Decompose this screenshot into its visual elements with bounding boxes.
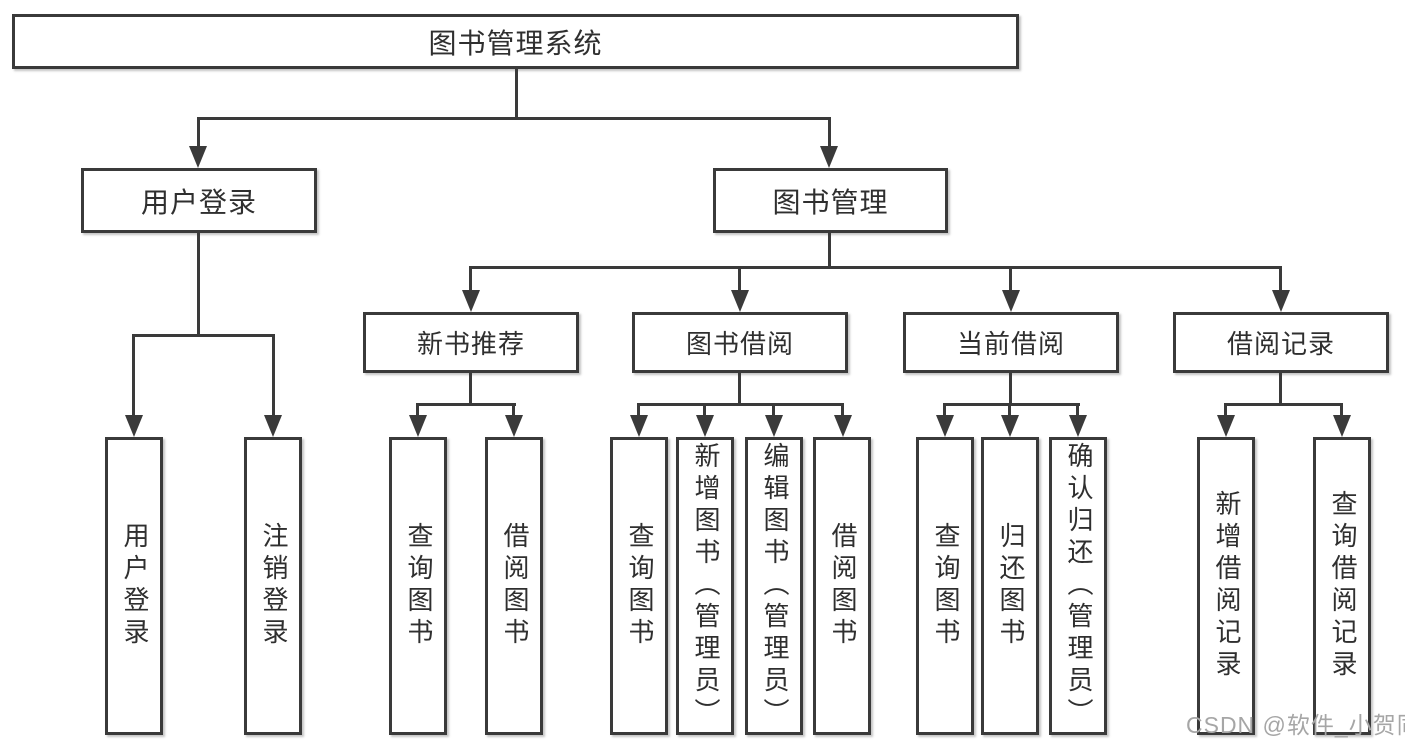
arrow-down-icon [264, 415, 282, 437]
leaf-recommend-query-books: 查询图书 [389, 437, 447, 735]
leaf-edit-books-admin: 编辑图书（管理员） [745, 437, 803, 735]
arrow-down-icon [1002, 290, 1020, 312]
connector-line [197, 233, 200, 336]
connector-line [738, 373, 741, 406]
connector-line [828, 233, 831, 268]
connector-line [943, 403, 946, 415]
arrow-down-icon [1217, 415, 1235, 437]
leaf-query-borrow-record-label: 查询借阅记录 [1327, 490, 1358, 682]
connector-line [1076, 403, 1079, 415]
connector-line [1224, 403, 1343, 406]
leaf-borrow-books-label: 借阅图书 [827, 522, 858, 650]
csdn-watermark: CSDN @软件_小贺同学 [1186, 712, 1405, 738]
leaf-query-borrow-record: 查询借阅记录 [1313, 437, 1371, 735]
arrow-down-icon [125, 415, 143, 437]
arrow-down-icon [1333, 415, 1351, 437]
arrow-down-icon [189, 146, 207, 168]
connector-line [1009, 266, 1012, 290]
node-borrow-records: 借阅记录 [1173, 312, 1389, 373]
arrow-down-icon [834, 415, 852, 437]
connector-line [841, 403, 844, 415]
arrow-down-icon [820, 146, 838, 168]
leaf-return-books: 归还图书 [981, 437, 1039, 735]
connector-line [1279, 373, 1282, 406]
leaf-recommend-query-books-label: 查询图书 [403, 522, 434, 650]
arrow-down-icon [765, 415, 783, 437]
leaf-borrow-books: 借阅图书 [813, 437, 871, 735]
connector-line [512, 403, 515, 415]
connector-line [738, 266, 741, 290]
node-new-book-recommend: 新书推荐 [363, 312, 579, 373]
leaf-recommend-borrow-books-label: 借阅图书 [499, 522, 530, 650]
connector-line [132, 334, 135, 415]
arrow-down-icon [409, 415, 427, 437]
node-book-borrow-label: 图书借阅 [685, 329, 794, 359]
connector-line [469, 373, 472, 406]
arrow-down-icon [936, 415, 954, 437]
arrow-down-icon [462, 290, 480, 312]
arrow-down-icon [1272, 290, 1290, 312]
leaf-add-borrow-record-label: 新增借阅记录 [1211, 490, 1242, 682]
leaf-add-borrow-record: 新增借阅记录 [1197, 437, 1255, 735]
connector-line [1009, 373, 1012, 406]
connector-line [637, 403, 844, 406]
node-new-book-recommend-label: 新书推荐 [416, 329, 525, 359]
leaf-current-query-books-label: 查询图书 [930, 522, 961, 650]
arrow-down-icon [731, 290, 749, 312]
arrow-down-icon [505, 415, 523, 437]
node-root-label: 图书管理系统 [428, 27, 603, 59]
connector-line [637, 403, 640, 415]
node-book-borrow: 图书借阅 [632, 312, 848, 373]
connector-line [272, 334, 275, 415]
node-current-borrow-label: 当前借阅 [956, 329, 1065, 359]
leaf-logout: 注销登录 [244, 437, 302, 735]
leaf-borrow-query-books-label: 查询图书 [624, 522, 655, 650]
connector-line [416, 403, 419, 415]
leaf-user-login-label: 用户登录 [119, 522, 150, 650]
leaf-add-books-admin-label: 新增图书（管理员） [690, 442, 721, 730]
leaf-confirm-return-admin: 确认归还（管理员） [1049, 437, 1107, 735]
arrow-down-icon [696, 415, 714, 437]
connector-line [197, 117, 831, 120]
leaf-recommend-borrow-books: 借阅图书 [485, 437, 543, 735]
node-root: 图书管理系统 [12, 14, 1019, 69]
connector-line [132, 334, 275, 337]
node-book-management-label: 图书管理 [772, 186, 889, 218]
connector-line [469, 266, 472, 290]
node-book-management: 图书管理 [713, 168, 948, 233]
connector-line [703, 403, 706, 415]
connector-line [772, 403, 775, 415]
arrow-down-icon [630, 415, 648, 437]
node-user-login: 用户登录 [81, 168, 317, 233]
arrow-down-icon [1069, 415, 1087, 437]
connector-line [1224, 403, 1227, 415]
leaf-confirm-return-admin-label: 确认归还（管理员） [1063, 442, 1094, 730]
connector-line [197, 117, 200, 147]
connector-line [1279, 266, 1282, 290]
node-borrow-records-label: 借阅记录 [1226, 329, 1335, 359]
leaf-edit-books-admin-label: 编辑图书（管理员） [759, 442, 790, 730]
node-current-borrow: 当前借阅 [903, 312, 1119, 373]
connector-line [515, 68, 518, 118]
arrow-down-icon [1001, 415, 1019, 437]
connector-line [943, 403, 1080, 406]
connector-line [1340, 403, 1343, 415]
leaf-logout-label: 注销登录 [258, 522, 289, 650]
leaf-current-query-books: 查询图书 [916, 437, 974, 735]
leaf-add-books-admin: 新增图书（管理员） [676, 437, 734, 735]
leaf-user-login: 用户登录 [105, 437, 163, 735]
connector-line [469, 266, 1282, 269]
leaf-borrow-query-books: 查询图书 [610, 437, 668, 735]
leaf-return-books-label: 归还图书 [995, 522, 1026, 650]
connector-line [1008, 403, 1011, 415]
connector-line [416, 403, 516, 406]
connector-line [828, 117, 831, 147]
node-user-login-label: 用户登录 [140, 186, 257, 218]
